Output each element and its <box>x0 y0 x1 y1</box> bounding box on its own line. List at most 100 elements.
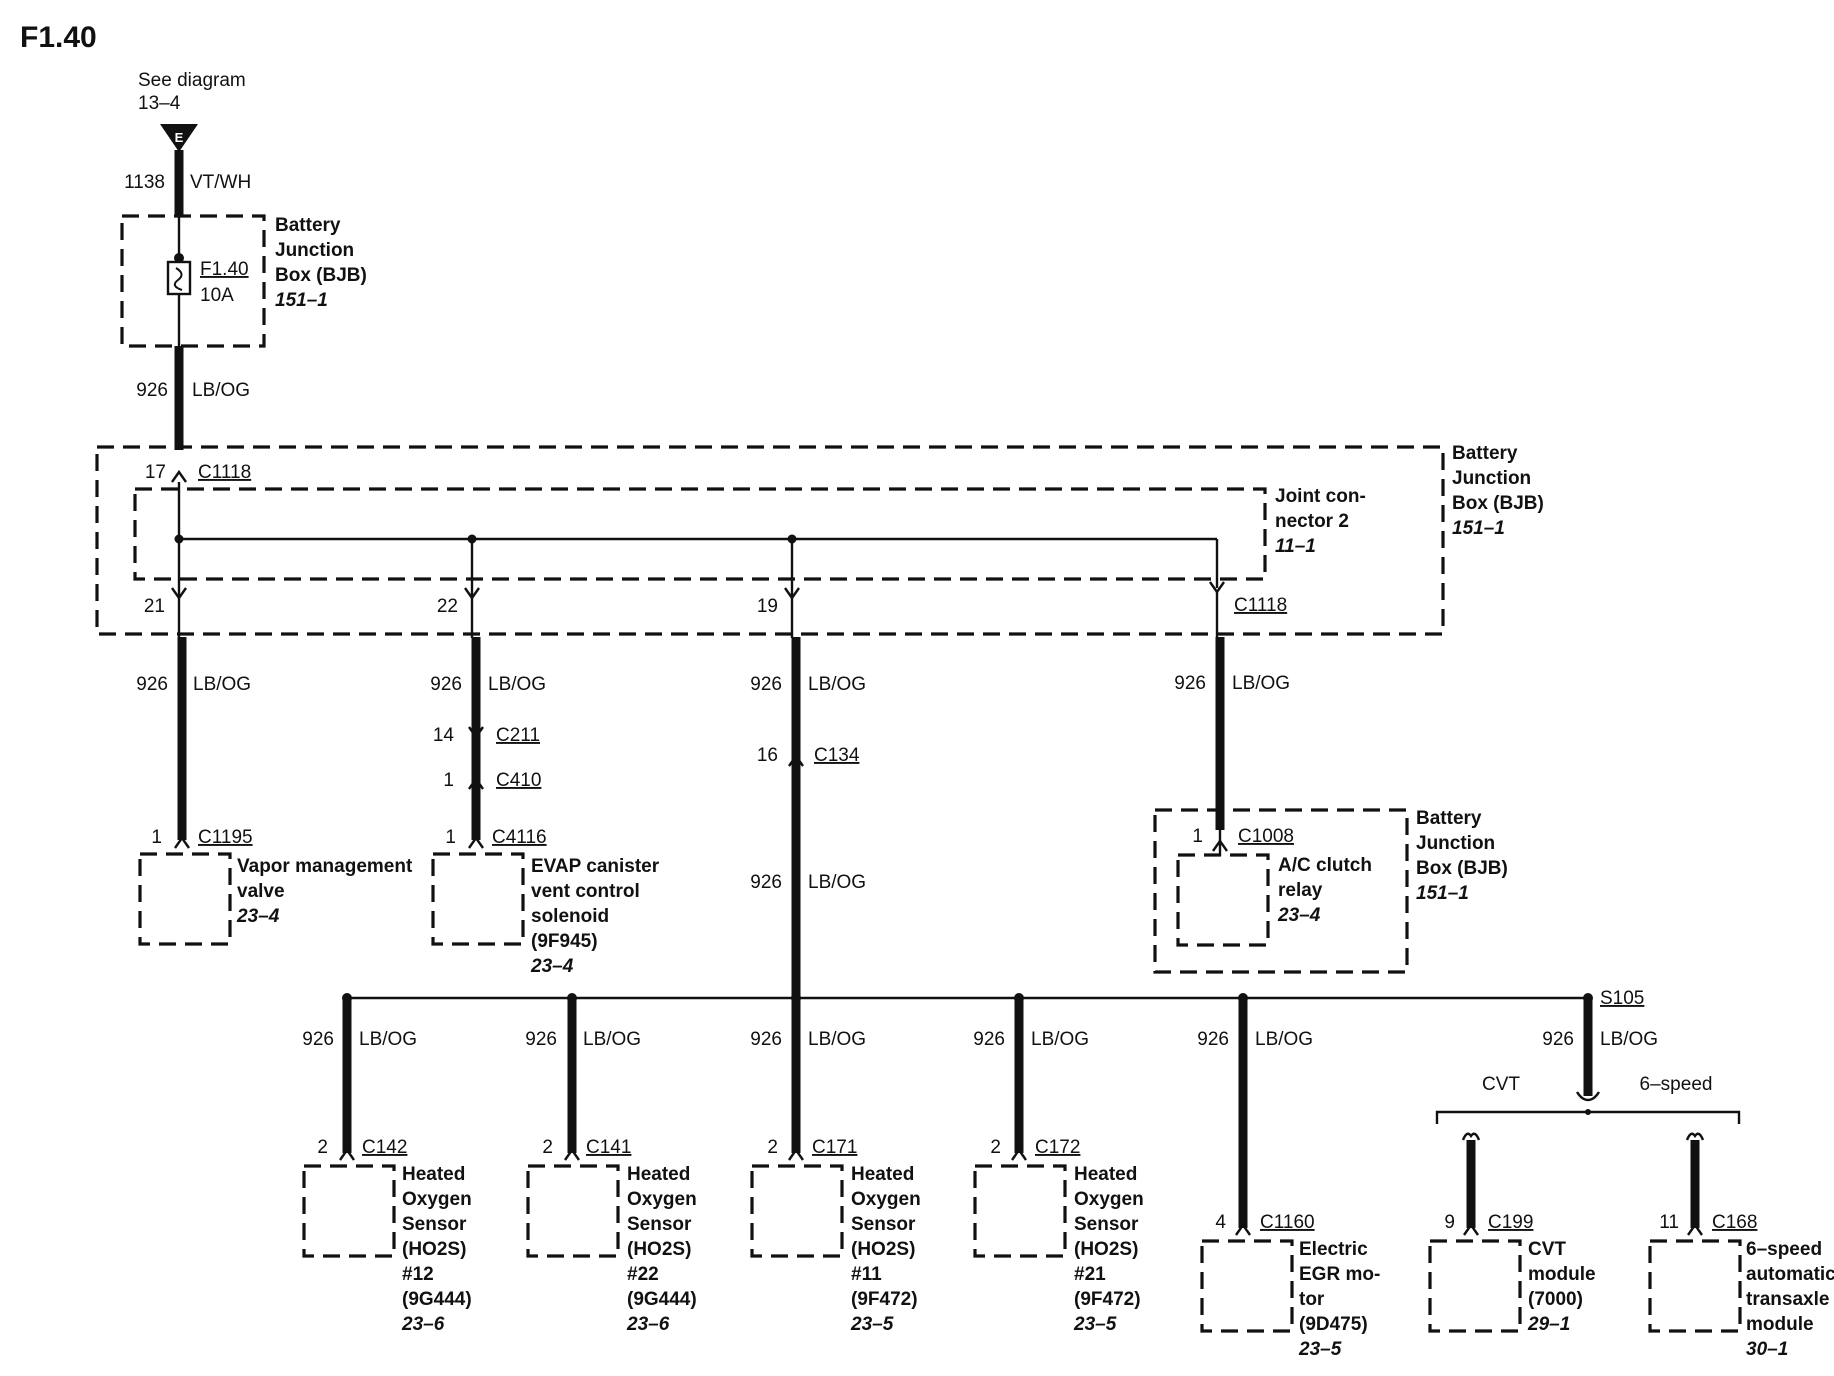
sensor-4-outline <box>973 1164 1067 1258</box>
fuse-rating: 10A <box>200 285 234 306</box>
evap-inline2-connector: C410 <box>496 770 541 791</box>
sensor-2-connector: C141 <box>586 1137 631 1158</box>
evap-label-1: EVAP canister <box>531 856 660 877</box>
evap-connector: C4116 <box>492 827 547 848</box>
egr-label-3: tor <box>1299 1289 1325 1310</box>
svg-text:926: 926 <box>525 1029 557 1050</box>
tcm-label-3: transaxle <box>1746 1289 1829 1310</box>
svg-text:LB/OG: LB/OG <box>1600 1029 1658 1050</box>
tcm-ref: 30–1 <box>1746 1339 1788 1360</box>
page-title: F1.40 <box>20 21 97 54</box>
bjb-ac-ref: 151–1 <box>1416 883 1469 904</box>
sensor-3-label-1: Heated <box>851 1164 914 1185</box>
svg-text:LB/OG: LB/OG <box>488 674 546 695</box>
sensor-1-pin: 2 <box>317 1137 328 1158</box>
branch-pin-21: 21 <box>144 596 165 617</box>
evap-inline2-pin: 1 <box>443 770 454 791</box>
egr-ref: 23–5 <box>1298 1339 1342 1360</box>
option-6-speed: 6–speed <box>1640 1074 1713 1095</box>
cvt-module-outline <box>1428 1239 1522 1333</box>
sensor-4-pin: 2 <box>990 1137 1001 1158</box>
sensor-3-outline <box>750 1164 844 1258</box>
fuse-box-label-2: Junction <box>275 240 354 261</box>
tcm-label-4: module <box>1746 1314 1814 1335</box>
tcm-pin: 11 <box>1659 1212 1679 1233</box>
sensor-4-label-4: (HO2S) <box>1074 1239 1138 1260</box>
trunk-inline-connector: C134 <box>814 745 860 766</box>
svg-text:926: 926 <box>430 674 462 695</box>
sensor-4-label-1: Heated <box>1074 1164 1137 1185</box>
svg-text:LB/OG: LB/OG <box>583 1029 641 1050</box>
cvt-label-2: module <box>1528 1264 1596 1285</box>
svg-text:LB/OG: LB/OG <box>808 1029 866 1050</box>
evap-inline1-connector: C211 <box>496 725 540 746</box>
source-diagram-ref: 13–4 <box>138 93 181 114</box>
ac-connector: C1008 <box>1238 826 1294 847</box>
evap-label-2: vent control <box>531 881 640 902</box>
svg-text:926: 926 <box>136 674 168 695</box>
joint-ref: 11–1 <box>1275 536 1316 557</box>
egr-label-4: (9D475) <box>1299 1314 1368 1335</box>
bjb-ac-label-2: Junction <box>1416 833 1495 854</box>
bjb-in-connector: C1118 <box>198 462 251 483</box>
evap-label-4: (9F945) <box>531 931 598 952</box>
evap-solenoid-outline <box>431 852 525 946</box>
svg-text:926: 926 <box>750 872 782 893</box>
trunk-inline-pin: 16 <box>757 745 778 766</box>
sensor-1-label-4: (HO2S) <box>402 1239 466 1260</box>
bjb-main-label-2: Junction <box>1452 468 1531 489</box>
ac-label-2: relay <box>1278 880 1323 901</box>
bjb-main-ref: 151–1 <box>1452 518 1505 539</box>
tcm-label-2: automatic <box>1746 1264 1834 1285</box>
evap-inline1-pin: 14 <box>433 725 455 746</box>
vapor-valve-outline <box>138 852 232 946</box>
tcm-label-1: 6–speed <box>1746 1239 1822 1260</box>
svg-text:LB/OG: LB/OG <box>1031 1029 1089 1050</box>
wire-1138-circuit: 1138 <box>124 172 165 193</box>
vapor-connector: C1195 <box>198 827 253 848</box>
source-letter: E <box>175 130 184 145</box>
ac-ref: 23–4 <box>1277 905 1321 926</box>
ac-label-1: A/C clutch <box>1278 855 1372 876</box>
joint-label-2: nector 2 <box>1275 511 1349 532</box>
svg-text:LB/OG: LB/OG <box>192 380 250 401</box>
sensor-2-label-4: (HO2S) <box>627 1239 691 1260</box>
bjb-ac-label-1: Battery <box>1416 808 1482 829</box>
svg-text:LB/OG: LB/OG <box>808 872 866 893</box>
branch-pin-19: 19 <box>757 596 778 617</box>
tcm-module-outline <box>1648 1239 1742 1333</box>
sensor-2-label-6: (9G444) <box>627 1289 697 1310</box>
svg-text:LB/OG: LB/OG <box>193 674 251 695</box>
svg-text:926: 926 <box>136 380 168 401</box>
sensor-3-ref: 23–5 <box>850 1314 894 1335</box>
egr-connector: C1160 <box>1260 1212 1315 1233</box>
branch-pin-22: 22 <box>437 596 458 617</box>
sensor-1-label-1: Heated <box>402 1164 465 1185</box>
splice-id: S105 <box>1600 988 1644 1009</box>
source-see-diagram: See diagram <box>138 70 246 91</box>
evap-pin: 1 <box>445 827 456 848</box>
vapor-label-1: Vapor management <box>237 856 413 877</box>
sensor-2-outline <box>526 1164 620 1258</box>
sensor-4-label-2: Oxygen <box>1074 1189 1144 1210</box>
sensor-4-label-5: #21 <box>1074 1264 1106 1285</box>
bjb-main-label-1: Battery <box>1452 443 1518 464</box>
sensor-2-ref: 23–6 <box>626 1314 670 1335</box>
sensor-1-label-2: Oxygen <box>402 1189 472 1210</box>
fuse-id: F1.40 <box>200 259 249 280</box>
wire-1138-color: VT/WH <box>190 172 251 193</box>
sensor-3-label-3: Sensor <box>851 1214 916 1235</box>
sensor-4-ref: 23–5 <box>1073 1314 1117 1335</box>
egr-motor-outline <box>1200 1239 1294 1333</box>
sensor-1-label-3: Sensor <box>402 1214 467 1235</box>
tcm-connector: C168 <box>1712 1212 1757 1233</box>
fuse-box-label-1: Battery <box>275 215 341 236</box>
svg-text:926: 926 <box>750 674 782 695</box>
bjb-main-label-3: Box (BJB) <box>1452 493 1544 514</box>
vapor-label-2: valve <box>237 881 285 902</box>
fuse-box-outline <box>120 214 266 348</box>
svg-text:926: 926 <box>973 1029 1005 1050</box>
cvt-label-1: CVT <box>1528 1239 1566 1260</box>
sensor-3-connector: C171 <box>812 1137 857 1158</box>
cvt-ref: 29–1 <box>1527 1314 1570 1335</box>
